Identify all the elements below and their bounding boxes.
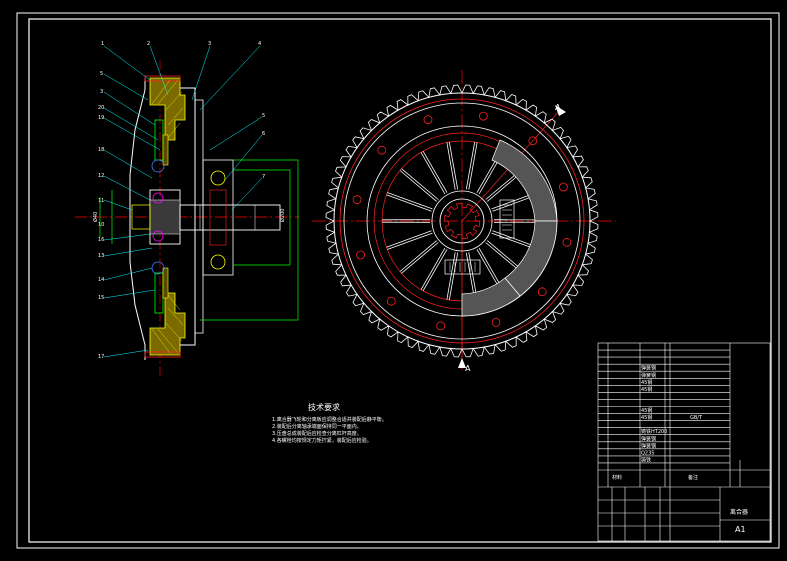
bolt-hole [537,287,547,297]
callout-left-7: 10 [98,222,104,228]
callout-left-6: 11 [98,198,104,204]
callout-left-12: 17 [98,354,104,360]
parts-material-cell: Q235 [641,450,654,456]
drawing-name: 离合器 [730,508,748,516]
bolt-holes [352,111,572,331]
parts-material-cell: 弹簧钢 [641,442,656,449]
callout-left-10: 14 [98,277,104,283]
finger-edge [448,141,459,190]
outer-frame [16,12,780,549]
callout-right-0: 5 [262,113,265,119]
finger-edge [446,142,456,190]
finger-edge [420,152,446,195]
parts-material-cell: 铸铁HT200 [641,428,667,435]
callout-1: 1 [101,41,104,47]
finger-edge [422,150,448,193]
section-label-bottom: A [465,364,471,373]
front-view: A A [312,70,616,373]
tech-line-1: 1.离合器飞轮和分离板应调整合适并装配后静平衡。 [272,416,387,423]
callout-left-9: 13 [98,253,104,259]
bolt-hole [356,250,366,260]
finger-edge [468,142,478,190]
callout-2: 2 [147,41,150,47]
tech-line-4: 4.各螺栓均按规定力矩拧紧，装配后应检验。 [272,437,372,444]
callout-left-3: 19 [98,115,104,121]
callout-left-8: 16 [98,237,104,243]
hub-spline [443,202,481,240]
finger-edge [422,249,448,292]
parts-material-cell: 弹簧钢 [641,435,656,442]
parts-remark-cell: GB/T [690,415,703,421]
bolt-hole [478,111,488,121]
bolt-hole [377,145,387,155]
bolt-hole [436,321,446,331]
finger-edge [465,141,476,190]
tech-line-2: 2.装配后分离轴承端面保持同一平面内。 [272,423,362,430]
finger-edge [465,252,476,301]
bolt-hole [562,237,572,247]
bolt-hole [528,136,538,146]
header-material: 材料 [612,474,622,481]
svg-text:Ø40: Ø40 [92,212,99,222]
inner-frame [28,18,772,543]
bolt-hole [423,115,433,124]
callout-left-0: 5 [100,71,103,77]
spline-profile [443,202,481,240]
parts-material-cell: 45钢 [641,414,652,421]
callout-left-5: 12 [98,173,104,179]
callout-left-4: 18 [98,147,104,153]
tech-line-3: 3.压盘总成装配后应检查分离杠杆高度。 [272,430,362,437]
parts-material-cell: 弹簧钢 [641,365,656,372]
parts-material-cell: 45钢 [641,407,652,414]
parts-material-cell: 45钢 [641,386,652,393]
callout-right-1: 6 [262,131,265,137]
section-label-top: A [555,103,561,112]
callout-left-2: 20 [98,105,104,111]
finger-edge [387,192,433,210]
technical-requirements: 技术要求 1.离合器飞轮和分离板应调整合适并装配后静平衡。 2.装配后分离轴承端… [272,402,387,444]
finger-edge [386,230,432,248]
finger-edge [399,240,437,272]
parts-material-cell: 弹簧钢 [641,372,656,379]
callout-left-1: 3 [100,89,103,95]
finger-edge [386,194,432,212]
finger-edge [401,242,439,274]
finger-edge [399,170,437,202]
callout-4: 4 [258,41,261,47]
svg-text:Ø200: Ø200 [279,209,286,222]
tech-title: 技术要求 [308,402,340,412]
finger-edge [448,252,459,301]
finger-edge [387,232,433,250]
callout-3: 3 [208,41,211,47]
parts-material-cell: 45钢 [641,379,652,386]
parts-material-cell: 铸铁 [641,456,651,463]
finger-edge [401,168,439,200]
bolt-hole [559,182,568,192]
header-note: 备注 [688,474,698,481]
bolt-hole [386,296,396,306]
callout-left-11: 15 [98,295,104,301]
section-view: Ø200 Ø40 1 2 3 [75,41,300,380]
title-block [597,342,771,542]
bolt-hole [352,195,362,205]
callout-right-2: 7 [262,174,265,180]
bolt-hole [491,317,501,327]
sheet-size: A1 [735,525,746,534]
finger-edge [420,247,446,290]
